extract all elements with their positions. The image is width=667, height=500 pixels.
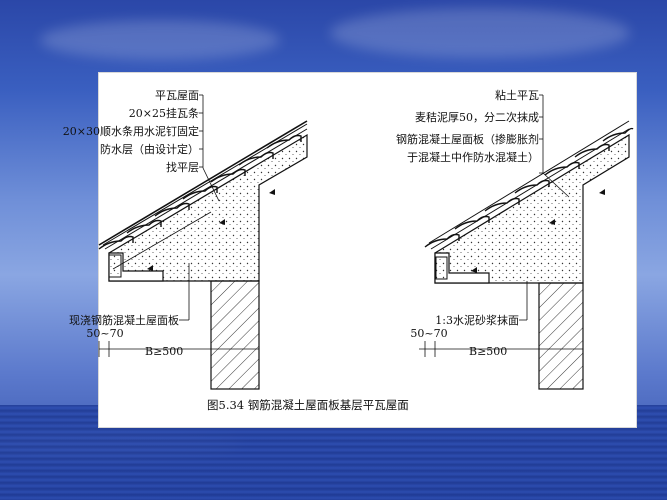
right-label-slab-1: 钢筋混凝土屋面板（掺膨胀剂 (396, 132, 539, 146)
right-roof-tiles (424, 127, 634, 248)
left-eave-gutter (108, 254, 122, 278)
right-dim-eave: 50~70 (410, 327, 447, 340)
left-dimension (98, 341, 259, 357)
left-eave (108, 252, 164, 282)
right-brick-wall (538, 282, 584, 390)
left-brick-wall (210, 280, 260, 390)
left-dim-eave: 50~70 (86, 327, 123, 340)
left-dim-b: B≥500 (145, 345, 183, 358)
left-diagram (98, 94, 308, 390)
left-leaders (179, 94, 220, 321)
right-dimension (419, 341, 583, 357)
left-label-batten: 20×25挂瓦条 (129, 106, 199, 120)
right-label-mud: 麦秸泥厚50，分二次抹成 (415, 110, 539, 124)
right-label-mortar: 1:3水泥砂浆抹面 (435, 313, 519, 327)
right-leaders (519, 94, 570, 321)
left-layer-line (104, 128, 308, 250)
right-layer-line (428, 120, 630, 244)
right-eave (434, 252, 490, 284)
left-roof-tiles (98, 120, 308, 246)
left-layer-line (112, 211, 212, 270)
left-label-counter-batten: 20×30顺水条用水泥钉固定 (63, 124, 199, 138)
left-label-slab: 现浇钢筋混凝土屋面板 (69, 313, 179, 327)
left-label-tile: 平瓦屋面 (155, 89, 199, 102)
left-label-waterproof: 防水层（由设计定） (100, 142, 199, 156)
right-label-slab-2: 于混凝土中作防水混凝土） (407, 150, 539, 164)
roof-detail-drawing: 平瓦屋面 20×25挂瓦条 20×30顺水条用水泥钉固定 防水层（由设计定） 找… (63, 88, 634, 412)
right-dim-b: B≥500 (469, 345, 507, 358)
background-cloud (330, 8, 630, 58)
left-label-leveling: 找平层 (166, 160, 199, 174)
right-label-tile: 粘土平瓦 (495, 88, 539, 102)
figure-caption: 图5.34 钢筋混凝土屋面板基层平瓦屋面 (207, 398, 409, 412)
left-roof-slab (108, 133, 308, 282)
right-eave-gutter (435, 256, 448, 280)
left-roof-tiles (98, 134, 302, 250)
figure-panel: 平瓦屋面 20×25挂瓦条 20×30顺水条用水泥钉固定 防水层（由设计定） 找… (63, 72, 637, 428)
right-diagram (419, 94, 634, 390)
background-cloud (40, 20, 280, 60)
